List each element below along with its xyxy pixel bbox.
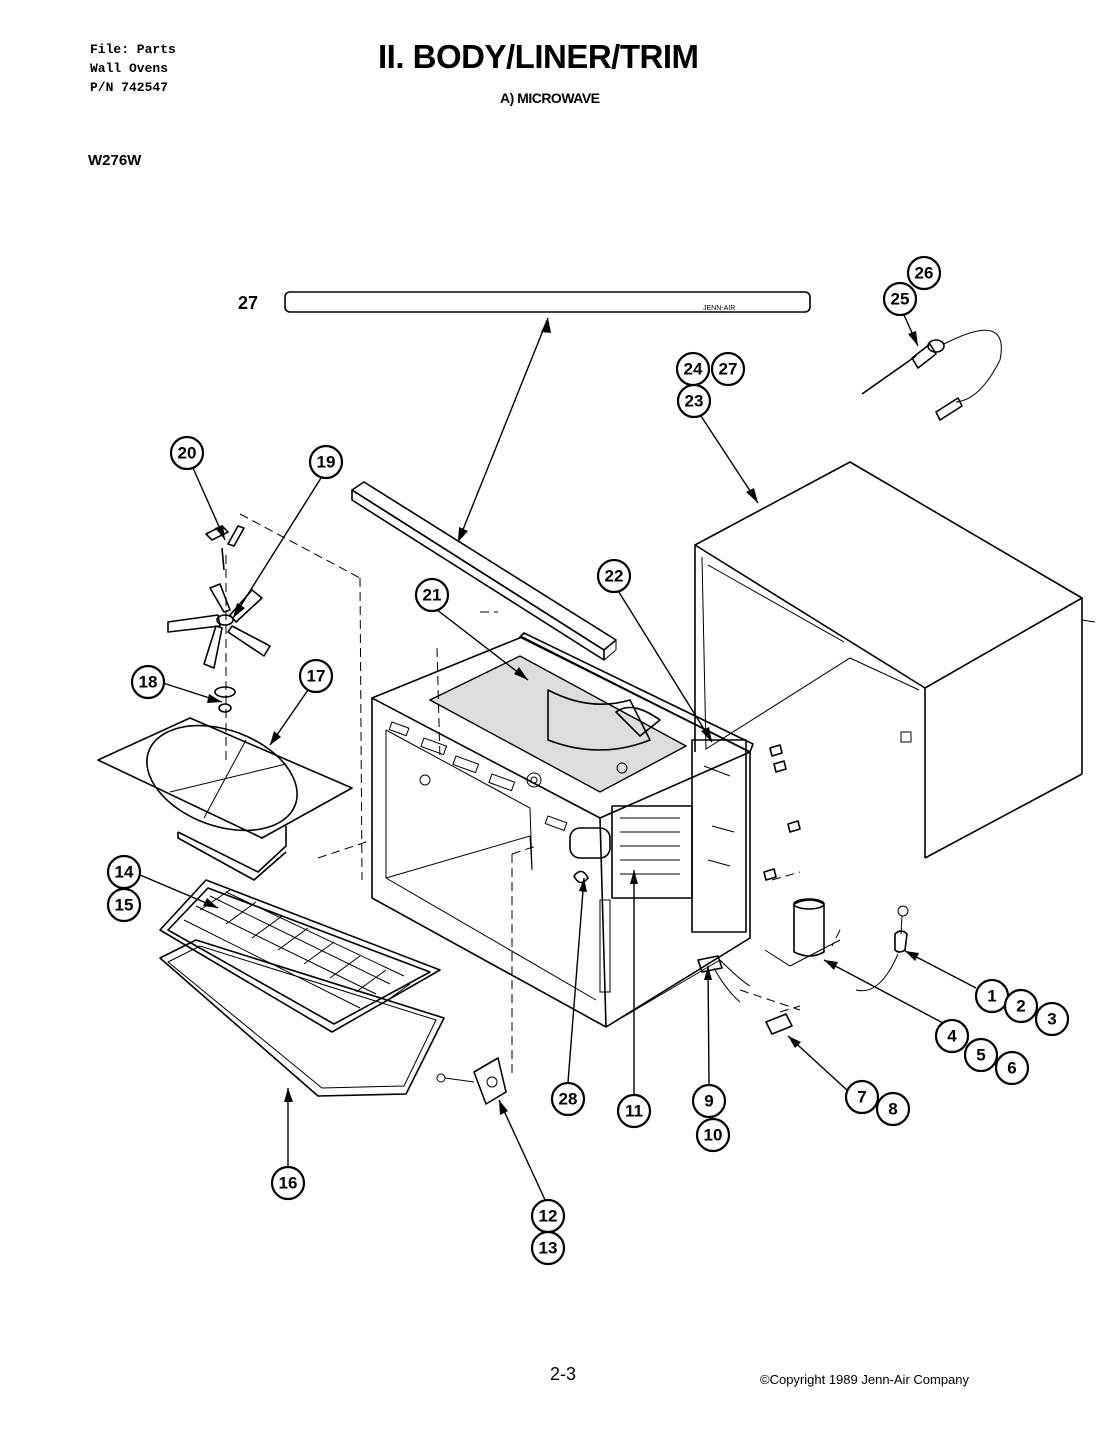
svg-text:20: 20 [178, 444, 197, 463]
capacitor [764, 871, 841, 967]
svg-text:9: 9 [704, 1092, 713, 1111]
callout-4: 4 [934, 1018, 970, 1054]
oven-rack [159, 879, 441, 1033]
diode [765, 1005, 801, 1035]
callout-19: 19 [308, 444, 344, 480]
copyright: ©Copyright 1989 Jenn-Air Company [760, 1372, 970, 1387]
callout-15: 15 [106, 887, 142, 923]
file-info: File: Parts Wall Ovens P/N 742547 [90, 40, 176, 97]
svg-text:22: 22 [605, 567, 624, 586]
callout-9: 9 [691, 1083, 727, 1119]
svg-text:18: 18 [139, 673, 158, 692]
file-info-line-1: File: Parts [90, 42, 176, 57]
callout-25: 25 [882, 281, 918, 317]
callout-11: 11 [616, 1093, 652, 1129]
svg-text:3: 3 [1047, 1010, 1056, 1029]
page-subtitle: A) MICROWAVE [500, 90, 600, 106]
page-number: 2-3 [550, 1364, 577, 1384]
svg-text:2: 2 [1016, 997, 1025, 1016]
svg-text:17: 17 [307, 667, 326, 686]
callout-8: 8 [875, 1091, 911, 1127]
callout-17: 17 [298, 658, 334, 694]
svg-text:13: 13 [539, 1239, 558, 1258]
callout-6: 6 [994, 1050, 1030, 1086]
callout-16: 16 [270, 1165, 306, 1201]
svg-text:5: 5 [976, 1046, 985, 1065]
trim-strip: 27 JENN-AIR [238, 291, 811, 543]
callout-28: 28 [550, 1081, 586, 1117]
callout-5: 5 [963, 1037, 999, 1073]
door-bracket [436, 845, 537, 1105]
fan-plate [97, 513, 498, 881]
callout-18: 18 [130, 664, 166, 700]
callout-14: 14 [106, 854, 142, 890]
svg-text:27: 27 [719, 360, 738, 379]
svg-text:16: 16 [279, 1174, 298, 1193]
svg-text:26: 26 [915, 264, 934, 283]
svg-text:7: 7 [857, 1088, 866, 1107]
leader-lines [139, 314, 977, 1203]
callout-21: 21 [414, 577, 450, 613]
svg-text:8: 8 [888, 1100, 897, 1119]
oven-tray [159, 939, 445, 1097]
wire-harness [697, 955, 801, 1011]
temperature-probe [861, 329, 1002, 421]
callout-7: 7 [844, 1079, 880, 1115]
svg-text:6: 6 [1007, 1059, 1016, 1078]
model-number: W276W [88, 152, 142, 169]
svg-text:10: 10 [704, 1126, 723, 1145]
svg-text:14: 14 [115, 863, 134, 882]
callout-10: 10 [695, 1117, 731, 1153]
svg-text:4: 4 [947, 1027, 957, 1046]
callout-2: 2 [1003, 988, 1039, 1024]
callout-20: 20 [169, 435, 205, 471]
callout-27: 27 [710, 351, 746, 387]
trim-strip-brand: JENN-AIR [703, 305, 735, 312]
thermal-fuse [855, 905, 909, 992]
fan-assembly [167, 525, 271, 760]
svg-text:25: 25 [891, 290, 910, 309]
callout-22: 22 [596, 558, 632, 594]
svg-text:24: 24 [684, 360, 703, 379]
svg-text:15: 15 [115, 896, 134, 915]
trim-strip-label: 27 [238, 293, 258, 313]
svg-text:28: 28 [559, 1090, 578, 1109]
callout-13: 13 [530, 1230, 566, 1266]
oven-cavity [371, 632, 801, 1028]
file-info-line-2: Wall Ovens [90, 61, 169, 76]
svg-text:19: 19 [317, 453, 336, 472]
svg-text:12: 12 [539, 1207, 558, 1226]
page-title: II. BODY/LINER/TRIM [378, 38, 699, 75]
svg-text:21: 21 [423, 586, 442, 605]
svg-text:23: 23 [685, 392, 704, 411]
outer-cabinet [694, 461, 1096, 859]
callout-3: 3 [1034, 1001, 1070, 1037]
callout-24: 24 [675, 351, 711, 387]
callout-12: 12 [530, 1198, 566, 1234]
callout-26: 26 [906, 255, 942, 291]
callout-23: 23 [676, 383, 712, 419]
file-info-line-3: P/N 742547 [90, 80, 169, 95]
svg-text:11: 11 [625, 1102, 643, 1121]
svg-text:1: 1 [987, 987, 996, 1006]
top-bar [351, 481, 617, 661]
callout-1: 1 [974, 978, 1010, 1014]
